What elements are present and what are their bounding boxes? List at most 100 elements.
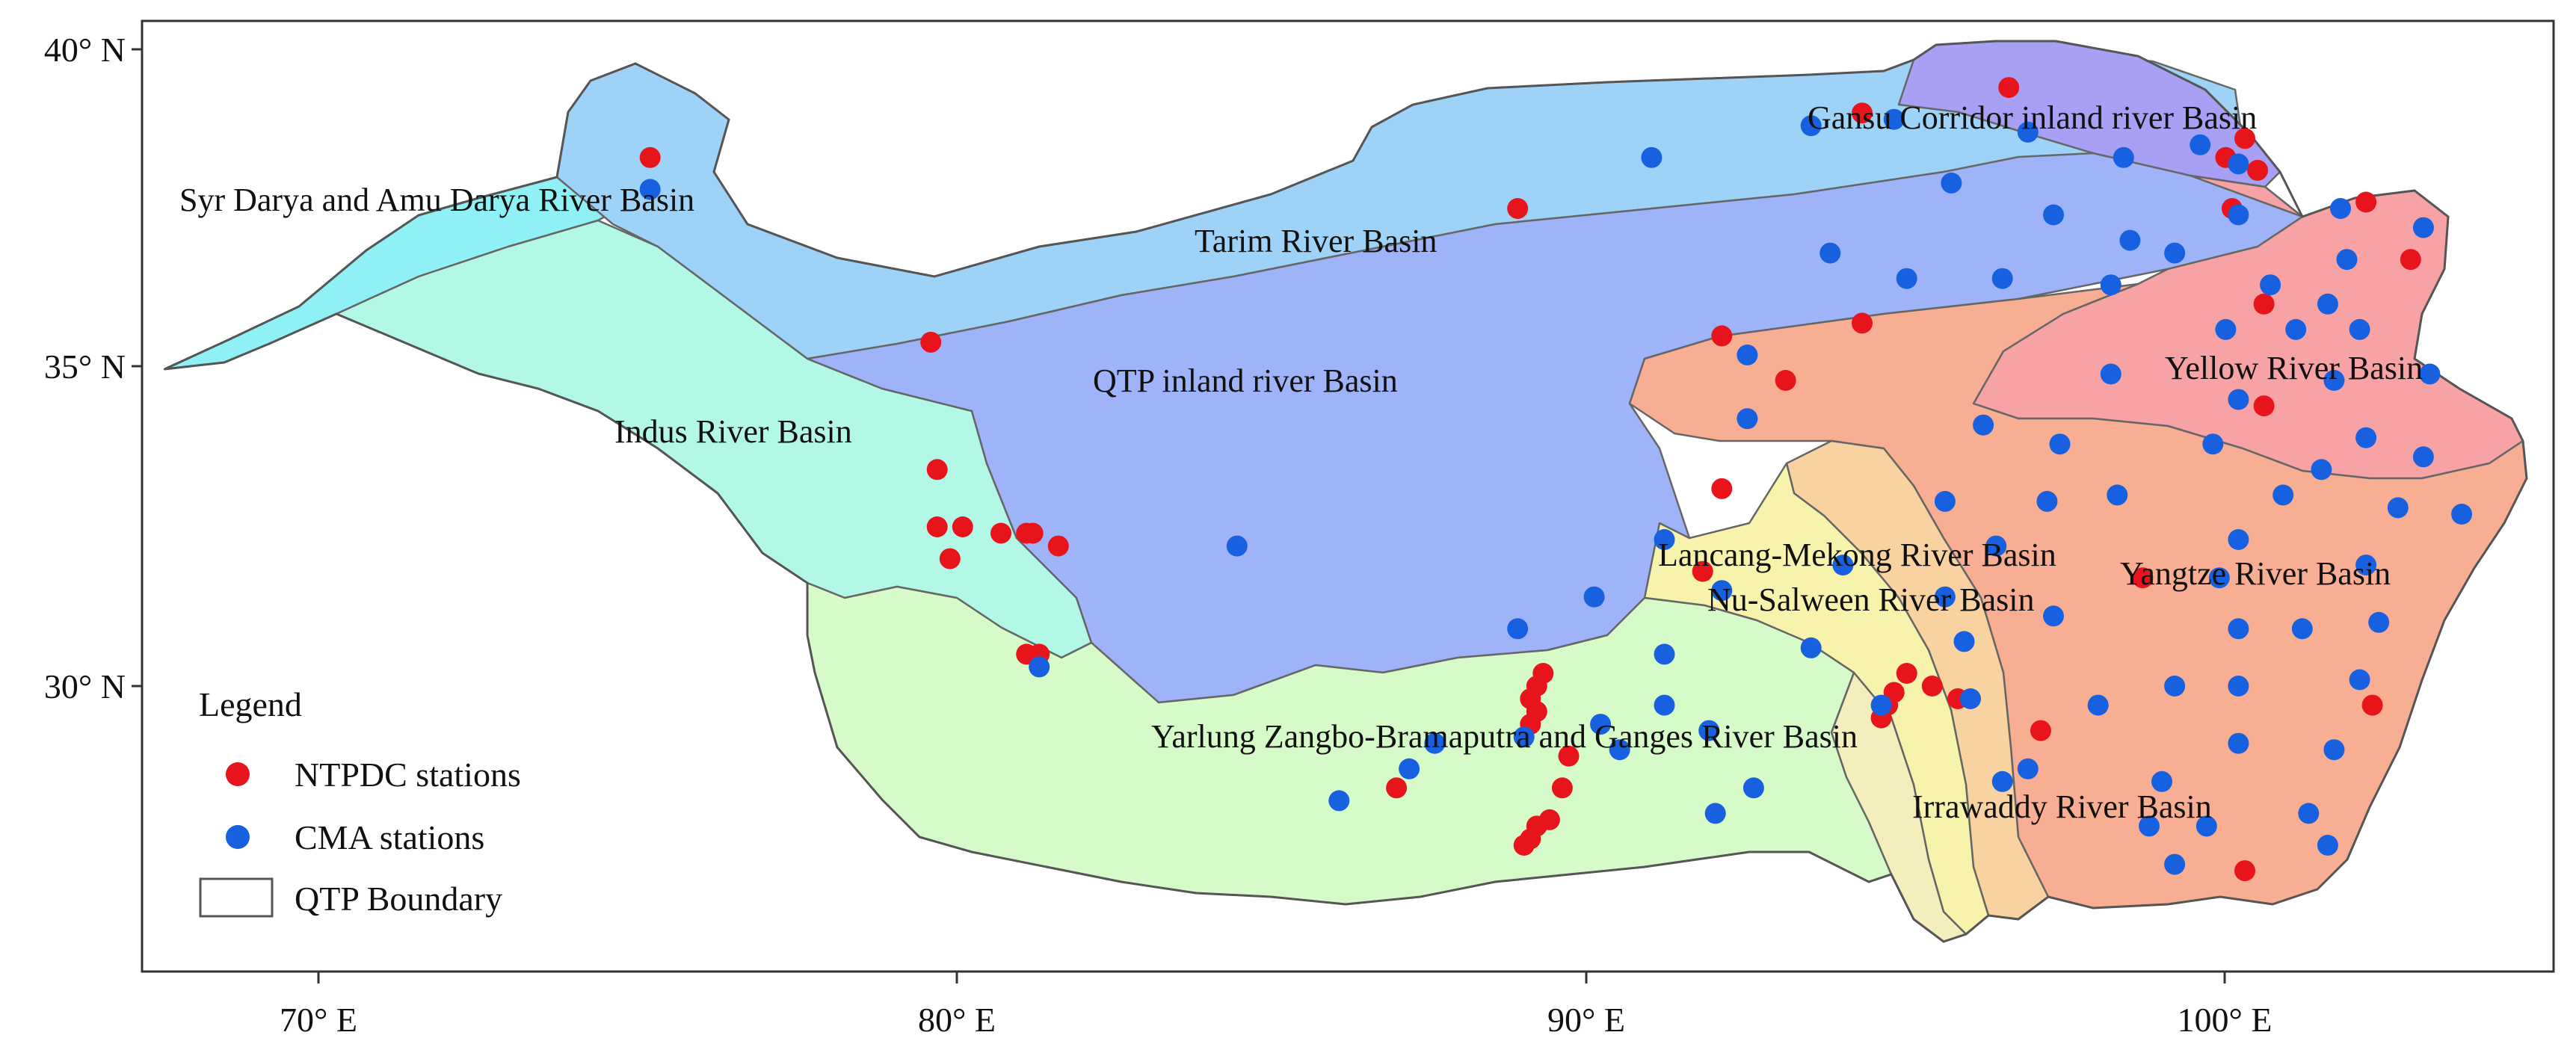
label-tarim: Tarim River Basin [1195,223,1437,259]
cma-station [2164,242,2186,264]
cma-station [1654,694,1675,716]
cma-points [639,108,2473,875]
ntpdc-station [1852,312,1873,334]
label-yarlung: Yarlung Zangbo-Bramaputra and Ganges Riv… [1151,718,1858,755]
basins [163,40,2528,943]
ntpdc-station [939,548,961,569]
ntpdc-station [1896,663,1917,684]
cma-station [2164,676,2186,697]
cma-station [1991,770,2013,792]
ntpdc-station [1513,835,1535,856]
ntpdc-station [1386,777,1408,799]
x-tick-label: 80° E [918,1001,996,1039]
cma-station [1953,631,1975,652]
cma-station [2419,363,2441,385]
cma-station [1654,643,1675,665]
ntpdc-station [2234,860,2255,882]
cma-station [1737,408,1758,430]
label-lancang: Lancang-Mekong River Basin [1658,537,2056,573]
ntpdc-station [2253,293,2275,315]
ntpdc-station [2030,720,2051,741]
cma-station [1870,694,1892,716]
cma-station [2228,389,2249,410]
label-syr-darya: Syr Darya and Amu Darya River Basin [179,182,694,218]
cma-station [2228,529,2249,550]
cma-station [2043,204,2064,226]
cma-station [1609,739,1630,761]
cma-station [1800,115,1822,137]
label-irrawaddy: Irrawaddy River Basin [1912,788,2212,825]
ntpdc-station [2247,159,2268,181]
y-tick-label: 40° N [44,31,126,69]
cma-station [1399,758,1420,779]
cma-station [2100,363,2121,385]
cma-station [1507,618,1529,640]
x-tick-label: 70° E [280,1001,357,1039]
cma-station [1711,580,1733,602]
cma-station [2298,803,2320,824]
ntpdc-station [920,331,942,353]
ntpdc-station [1551,777,1573,799]
legend-ntpdc-label: NTPDC stations [295,756,521,794]
cma-station [2323,370,2345,391]
ntpdc-station [1507,198,1529,219]
cma-station [2387,497,2409,519]
cma-station [1590,714,1612,735]
cma-station [1737,345,1758,365]
ntpdc-station [1998,77,2020,99]
cma-station [1328,790,1350,812]
cma-station [2355,555,2377,576]
cma-station [2349,318,2370,340]
ntpdc-station [990,522,1011,544]
cma-station [2036,490,2058,512]
cma-station [2368,611,2390,633]
cma-station [2119,229,2141,251]
ntpdc-station [952,516,973,537]
cma-station [2228,732,2249,754]
cma-station [2107,484,2128,506]
ntpdc-station [926,516,948,537]
legend-boundary-swatch [199,877,274,918]
ntpdc-station [1047,535,1069,557]
cma-station [1819,242,1841,264]
cma-station [2208,567,2230,589]
cma-station [2017,121,2039,143]
legend-cma-marker [226,825,250,849]
cma-station [1583,586,1605,608]
legend: Legend NTPDC stations CMA stations QTP B… [199,685,521,918]
cma-station [2260,274,2281,296]
cma-station [2228,618,2249,640]
label-indus: Indus River Basin [614,413,852,450]
basin-labels: Syr Darya and Amu Darya River Basin Tari… [179,99,2423,825]
label-gansu: Gansu Corridor inland river Basin [1808,99,2257,136]
cma-station [2317,835,2338,856]
ntpdc-station [2400,249,2421,271]
ntpdc-station [2132,567,2154,589]
cma-station [2228,153,2249,175]
x-ticks [317,972,2226,983]
qtp-boundary [164,40,2528,943]
cma-station [2349,669,2370,691]
y-tick-label: 35° N [44,348,126,386]
legend-boundary-label: QTP Boundary [295,880,502,918]
cma-station [1029,656,1050,678]
cma-station [639,179,661,200]
label-nu: Nu-Salween River Basin [1707,581,2034,618]
cma-station [2311,459,2332,481]
cma-station [1226,535,1248,557]
cma-station [2215,318,2237,340]
cma-station [2273,484,2294,506]
cma-station [2412,217,2434,238]
cma-station [2202,433,2224,455]
cma-station [1960,688,1981,709]
cma-station [2330,198,2351,219]
cma-station [1934,586,1956,608]
label-yellow: Yellow River Basin [2165,350,2423,386]
cma-station [1832,555,1854,576]
cma-station [2100,274,2121,296]
cma-station [2291,618,2313,640]
ntpdc-station [2253,395,2275,417]
cma-station [1424,732,1446,754]
cma-station [1991,268,2013,289]
cma-station [1513,726,1535,748]
